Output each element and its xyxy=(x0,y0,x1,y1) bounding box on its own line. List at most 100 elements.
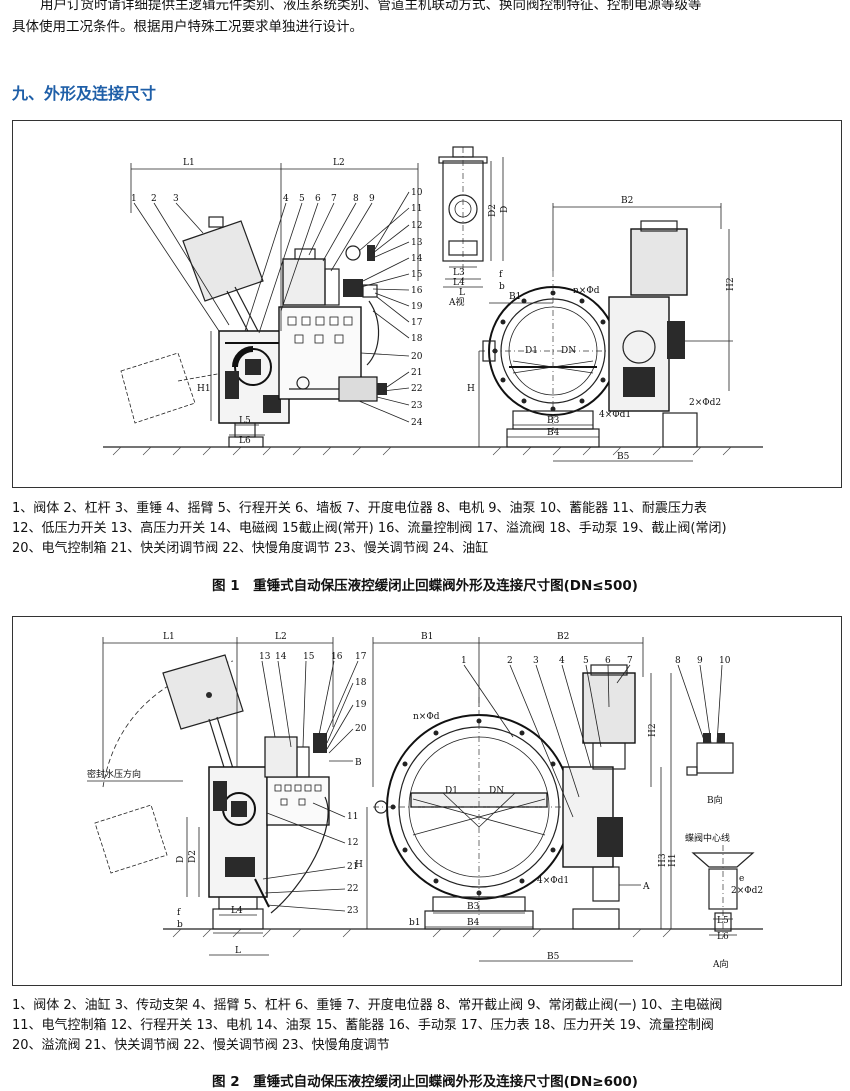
fig2-num-16: 16 xyxy=(331,652,343,662)
fig2-arrow-B: B xyxy=(355,758,362,768)
fig1-num-18: 18 xyxy=(411,334,423,344)
fig1-front-view: D1 DN n×Φd B1 H 4×Φd1 B3 B4 B2 H2 2×Φd2 … xyxy=(467,196,736,462)
fig1-legend-line: 1、阀体 2、杠杆 3、重锤 4、摇臂 5、行程开关 6、墙板 7、开度电位器 … xyxy=(12,501,707,516)
fig2-view-B: B向 xyxy=(707,794,723,806)
figure-1-caption: 图 1 重锤式自动保压液控缓闭止回蝶阀外形及连接尺寸图(DN≤500) xyxy=(212,578,638,594)
fig1-num-11: 11 xyxy=(411,204,422,214)
fig2-legend-line: 1、阀体 2、油缸 3、传动支架 4、摇臂 5、杠杆 6、重锤 7、开度电位器 … xyxy=(12,998,723,1013)
fig2-dim-L4: L4 xyxy=(231,906,243,916)
fig1-dim-f: f xyxy=(499,270,503,280)
fig2-dim-nd: n×Φd xyxy=(413,712,440,722)
fig1-num-7: 7 xyxy=(331,194,337,204)
fig2-num-6: 6 xyxy=(605,656,611,666)
figure-2-caption: 图 2 重锤式自动保压液控缓闭止回蝶阀外形及连接尺寸图(DN≥600) xyxy=(212,1074,638,1090)
fig1-dim-B3: B3 xyxy=(547,416,560,426)
fig2-front-view: D1 DN n×Φd 4×Φd1 B3 B4 H b1 B1 B2 1 A 2 … xyxy=(355,632,731,962)
fig1-num-9: 9 xyxy=(369,194,375,204)
fig2-dim-L2: L2 xyxy=(275,632,287,642)
fig2-num-5: 5 xyxy=(583,656,589,666)
figure-1-svg: L1 L2 H1 L5 L6 1 2 3 4 5 6 7 8 9 10 11 1… xyxy=(103,146,763,462)
fig1-dim-B1: B1 xyxy=(509,292,521,302)
fig1-num-14: 14 xyxy=(411,254,423,264)
fig2-num-12: 12 xyxy=(347,838,358,848)
figure-2-drawing: L1 L2 密封水压方向 D D2 f b L4 L 13 14 15 16 1… xyxy=(12,616,842,986)
fig1-dim-nd: n×Φd xyxy=(573,286,600,296)
fig2-num-20: 20 xyxy=(355,724,367,734)
fig1-num-4: 4 xyxy=(283,194,289,204)
fig1-dim-L1: L1 xyxy=(183,158,195,168)
fig1-num-1: 1 xyxy=(131,194,137,204)
fig1-num-24: 24 xyxy=(411,418,423,428)
fig1-num-8: 8 xyxy=(353,194,359,204)
fig1-num-15: 15 xyxy=(411,270,423,280)
fig1-dim-D2: D2 xyxy=(488,204,498,217)
fig1-num-21: 21 xyxy=(411,368,422,378)
fig2-dim-DN: DN xyxy=(489,786,504,796)
fig2-view-A: A向 xyxy=(712,958,729,970)
fig1-num-3: 3 xyxy=(173,194,179,204)
fig2-dim-L6: L6 xyxy=(717,932,729,942)
fig1-num-5: 5 xyxy=(299,194,305,204)
fig2-legend-line: 20、溢流阀 21、快关调节阀 22、慢关调节阀 23、快慢角度调节 xyxy=(12,1038,390,1053)
fig1-num-19: 19 xyxy=(411,302,423,312)
fig2-num-9: 9 xyxy=(697,656,703,666)
fig1-num-16: 16 xyxy=(411,286,423,296)
fig1-dim-L5: L5 xyxy=(239,416,251,426)
fig1-num-17: 17 xyxy=(411,318,423,328)
fig2-dim-L: L xyxy=(235,946,241,956)
fig1-a-view-label: A视 xyxy=(448,296,465,308)
fig2-num-15: 15 xyxy=(303,652,315,662)
fig1-num-10: 10 xyxy=(411,188,423,198)
fig2-dim-B2: B2 xyxy=(557,632,569,642)
figure-2-legend: 1、阀体 2、油缸 3、传动支架 4、摇臂 5、杠杆 6、重锤 7、开度电位器 … xyxy=(12,996,842,1056)
fig2-num-21: 21 xyxy=(347,862,358,872)
intro-line-1: 用户订货时请详细提供主逻辑元件类别、液压系统类别、管道主机联动方式、换向阀控制特… xyxy=(40,0,702,13)
fig2-num-10: 10 xyxy=(719,656,731,666)
fig2-num-1: 1 xyxy=(461,656,467,666)
fig2-arrow-A: A xyxy=(642,882,650,892)
fig1-num-6: 6 xyxy=(315,194,321,204)
fig2-legend-line: 11、电气控制箱 12、行程开关 13、电机 14、油泵 15、蓄能器 16、手… xyxy=(12,1018,714,1033)
fig2-num-19: 19 xyxy=(355,700,367,710)
fig2-num-14: 14 xyxy=(275,652,287,662)
fig2-num-4: 4 xyxy=(559,656,565,666)
fig2-dim-H1: H1 xyxy=(668,853,678,867)
fig1-dim-L4: L4 xyxy=(453,278,465,288)
fig1-dim-L2: L2 xyxy=(333,158,345,168)
fig1-dim-B4: B4 xyxy=(547,428,560,438)
fig1-dim-H: H xyxy=(467,384,475,394)
fig2-dim-d2: 2×Φd2 xyxy=(731,886,763,896)
fig1-dim-b: b xyxy=(499,282,505,292)
fig2-dim-D2: D2 xyxy=(188,850,198,863)
fig2-num-17: 17 xyxy=(355,652,367,662)
fig1-dim-H2: H2 xyxy=(726,277,736,291)
fig2-dim-L5: L5 xyxy=(717,916,729,926)
fig1-dim-B5: B5 xyxy=(617,452,630,462)
fig2-dim-B1: B1 xyxy=(421,632,433,642)
fig1-dim-D: D xyxy=(500,206,510,213)
fig2-dim-D: D xyxy=(176,856,186,863)
fig2-dim-e: e xyxy=(739,874,744,884)
fig1-num-12: 12 xyxy=(411,221,422,231)
fig1-legend-line: 12、低压力开关 13、高压力开关 14、电磁阀 15截止阀(常开) 16、流量… xyxy=(12,521,727,536)
fig2-num-11: 11 xyxy=(347,812,358,822)
fig2-dim-B5: B5 xyxy=(547,952,560,962)
intro-text: 用户订货时请详细提供主逻辑元件类别、液压系统类别、管道主机联动方式、换向阀控制特… xyxy=(12,0,842,38)
figure-1-legend: 1、阀体 2、杠杆 3、重锤 4、摇臂 5、行程开关 6、墙板 7、开度电位器 … xyxy=(12,499,842,559)
fig2-dim-b1: b1 xyxy=(409,918,421,928)
fig2-dim-b: b xyxy=(177,920,183,930)
fig2-dim-B4: B4 xyxy=(467,918,480,928)
fig2-dim-f: f xyxy=(177,908,181,918)
fig1-dim-d1: 4×Φd1 xyxy=(599,410,631,420)
fig2-dim-H2: H2 xyxy=(648,723,658,737)
figure-1-drawing: L1 L2 H1 L5 L6 1 2 3 4 5 6 7 8 9 10 11 1… xyxy=(12,120,842,488)
fig2-num-22: 22 xyxy=(347,884,358,894)
fig2-dim-d1: 4×Φd1 xyxy=(537,876,569,886)
fig1-num-23: 23 xyxy=(411,401,423,411)
fig1-legend-line: 20、电气控制箱 21、快关闭调节阀 22、快慢角度调节 23、慢关调节阀 24… xyxy=(12,541,489,556)
fig1-dim-D1: D1 xyxy=(525,346,538,356)
fig2-num-18: 18 xyxy=(355,678,367,688)
section-title: 九、外形及连接尺寸 xyxy=(12,84,157,103)
fig2-side-view: L1 L2 密封水压方向 D D2 f b L4 L 13 14 15 16 1… xyxy=(87,632,367,956)
fig2-dim-D1: D1 xyxy=(445,786,458,796)
